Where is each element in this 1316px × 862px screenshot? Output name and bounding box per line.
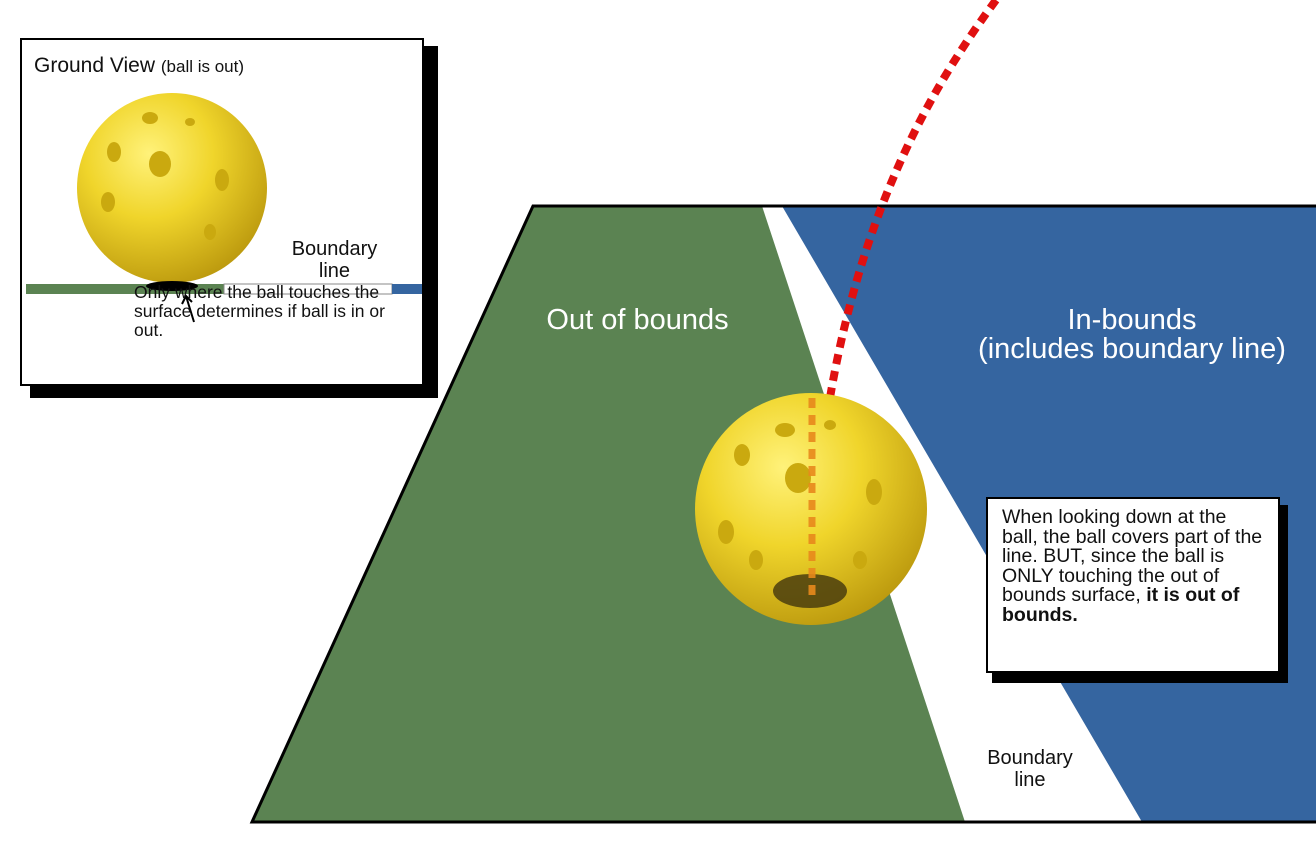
ground-in-bounds (392, 284, 422, 294)
in-bounds-label-line2: (includes boundary line) (978, 333, 1286, 365)
inset-boundary-label: Boundary line (272, 238, 397, 282)
court-outline (249, 204, 1316, 824)
explanation-callout: When looking down at the ball, the ball … (986, 497, 1280, 673)
pointer-arrow (181, 294, 195, 323)
ball-side-view (77, 93, 267, 283)
in-bounds-label-line1: In-bounds (1067, 304, 1197, 336)
callout-text: When looking down at the ball, the ball … (1002, 506, 1263, 606)
inset-note: Only where the ball touches the surface … (134, 282, 385, 340)
ground-view-drawing (26, 93, 422, 323)
boundary-line-label: Boundary line (970, 747, 1090, 791)
inset-boundary-label-line1: Boundary (291, 238, 378, 260)
inset-boundary-label-line2: line (318, 260, 351, 282)
callout-emphasis: it is out of bounds. (1002, 584, 1240, 626)
inset-title: Ground View (ball is out) (34, 54, 244, 78)
out-of-bounds-area (252, 206, 965, 822)
boundary-line-label-line1: Boundary (987, 747, 1073, 769)
ball-top-view (695, 393, 927, 625)
out-of-bounds-label: Out of bounds (546, 304, 729, 336)
ground-out-of-bounds (26, 284, 224, 294)
inset-title-note: (ball is out) (160, 57, 245, 76)
inset-title-text: Ground View (34, 54, 156, 77)
contact-point (146, 281, 198, 291)
boundary-line-label-line2: line (1014, 769, 1046, 791)
in-bounds-label: In-bounds (includes boundary line) (962, 306, 1302, 364)
ground-view-inset: Ground View (ball is out) Boundary line (20, 38, 424, 386)
